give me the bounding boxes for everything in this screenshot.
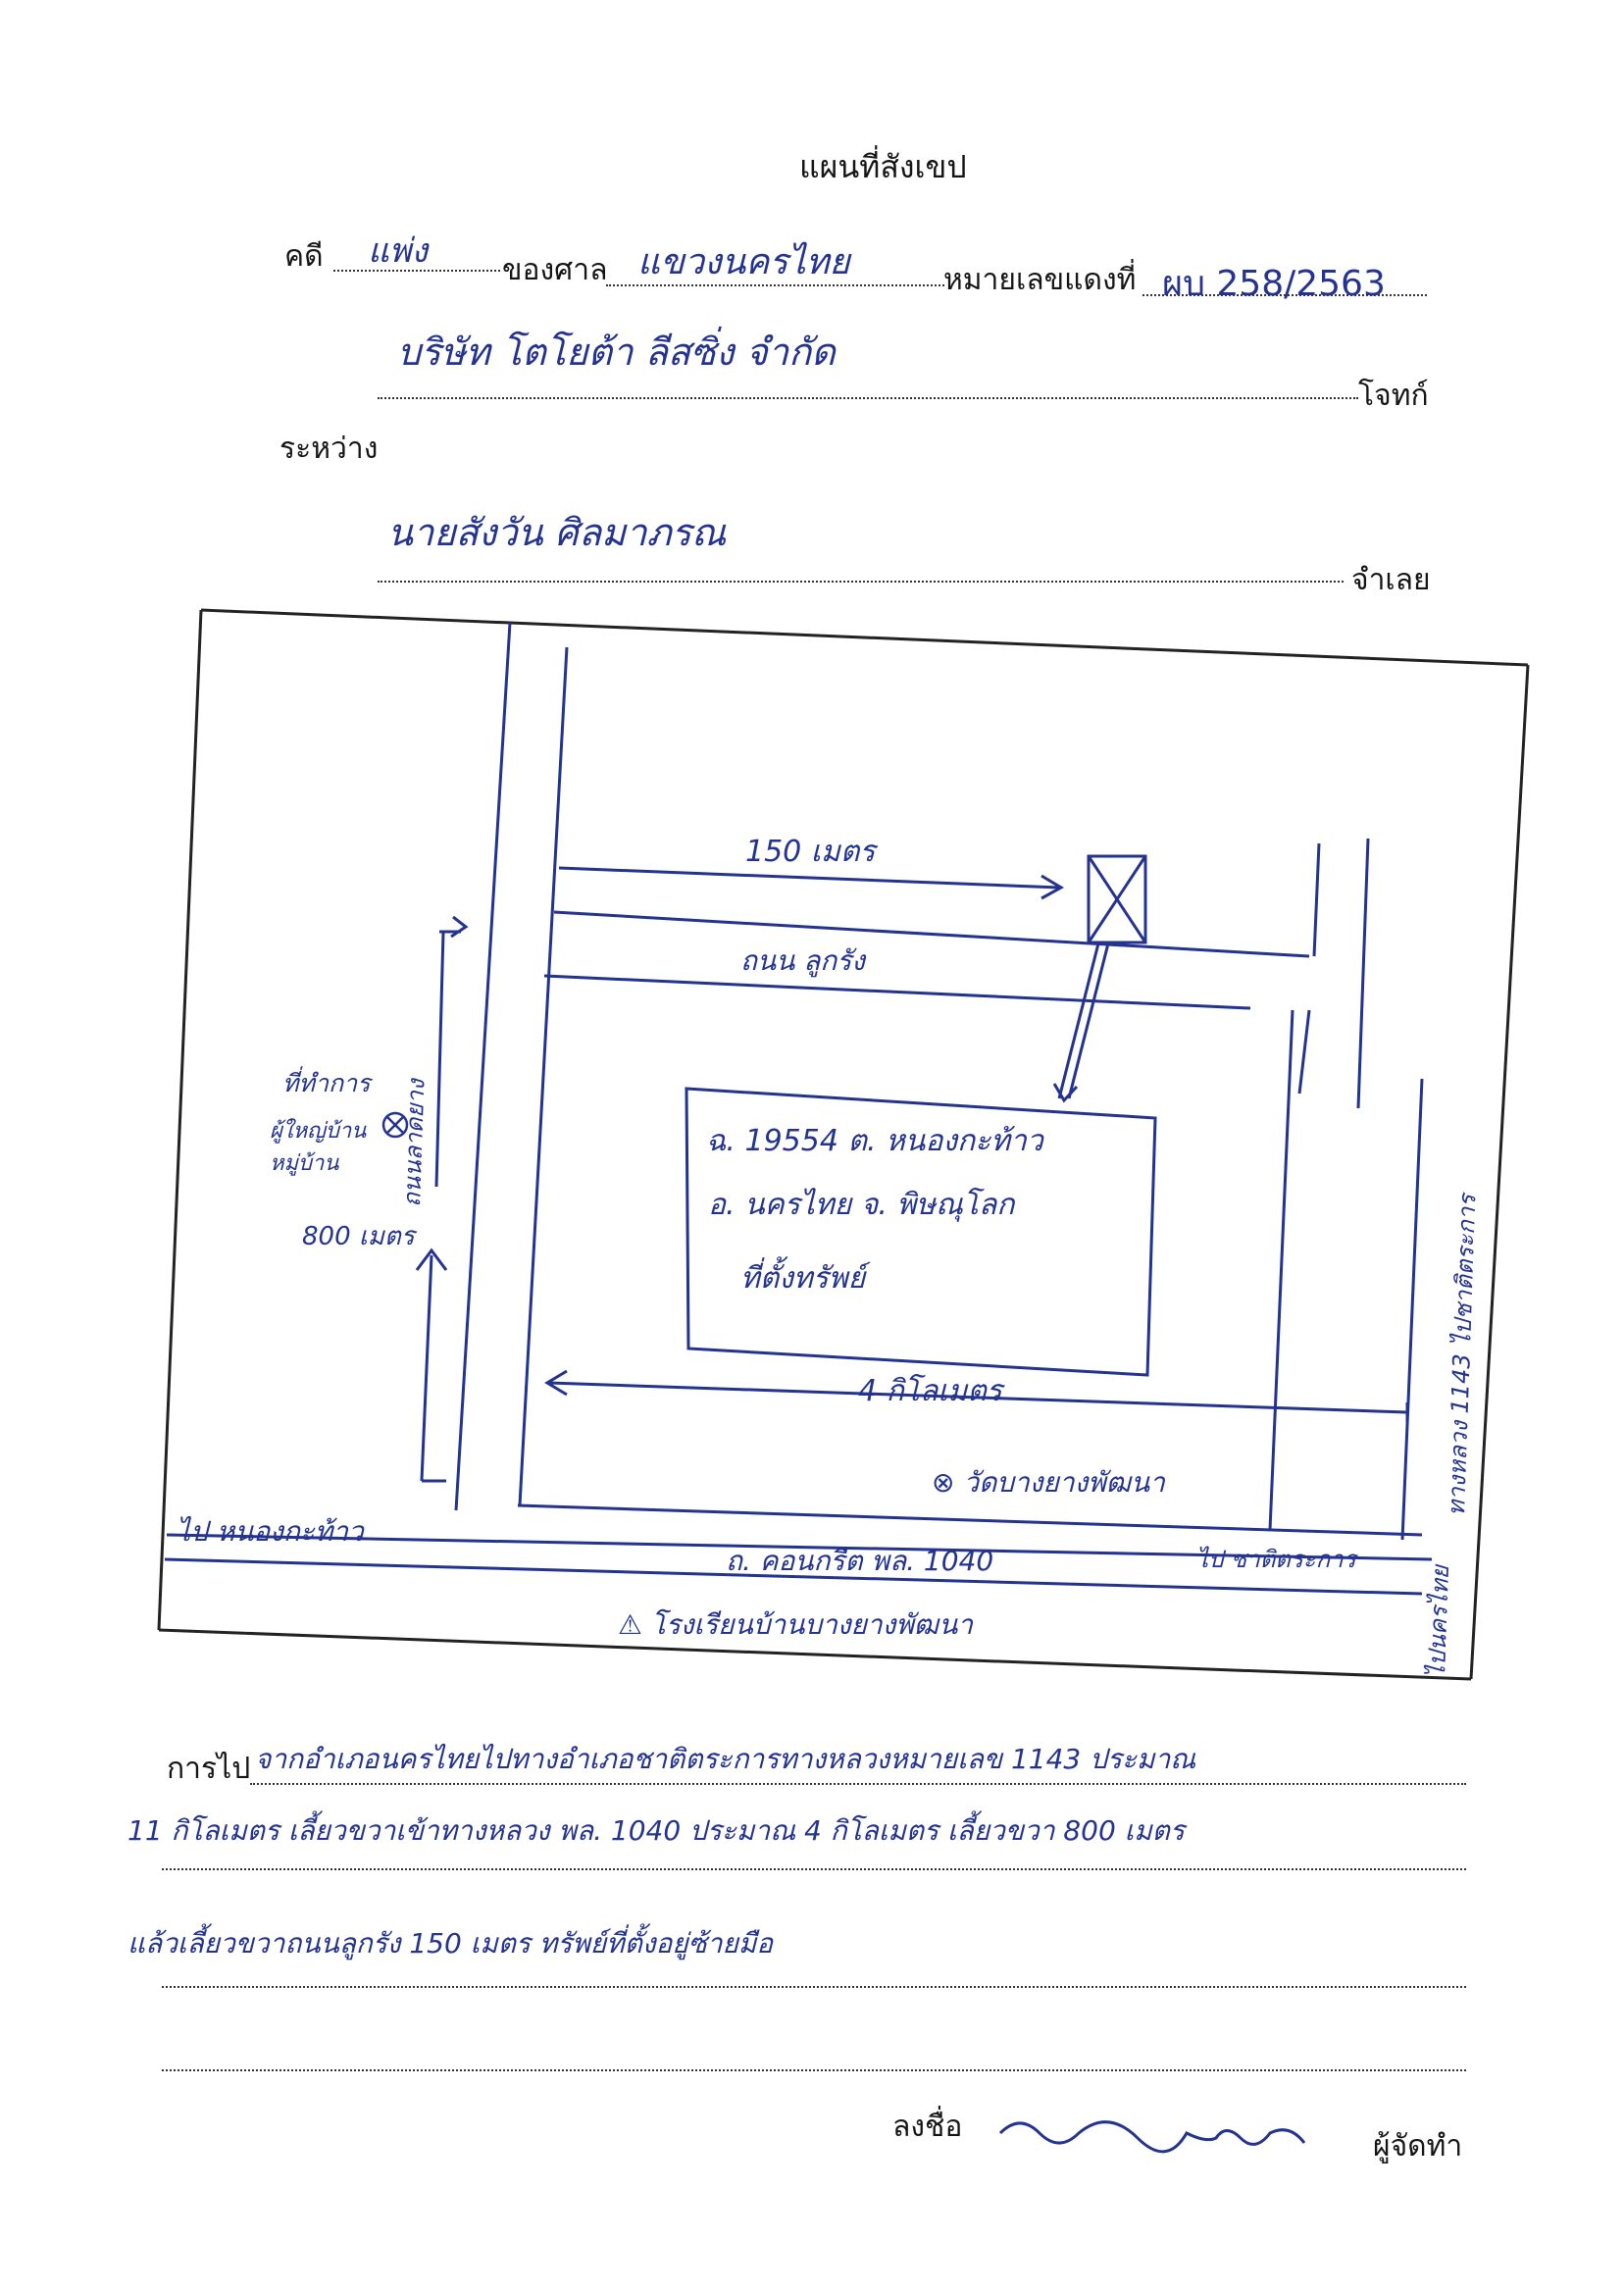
map-arrows xyxy=(415,854,1409,1483)
defendant-dotline xyxy=(378,581,1344,583)
school-label: ⚠ โรงเรียนบ้านบางยางพัฒนา xyxy=(618,1608,973,1641)
temple-label: ⊗ วัดบางยางพัฒนา xyxy=(932,1466,1165,1499)
red-number-value: ผบ 258/2563 xyxy=(1162,264,1386,304)
to-left-label: ไป หนองกะท้าว xyxy=(177,1515,364,1548)
defendant-value: นายสังวัน ศิลมาภรณ xyxy=(387,511,727,554)
defendant-label: จำเลย xyxy=(1351,563,1431,597)
directions-line1: จากอำเภอนครไทยไปทางอำเภอชาติตระการทางหลว… xyxy=(255,1743,1196,1775)
court-dotline xyxy=(606,284,944,286)
map-border xyxy=(157,608,1530,1681)
post-office-line3: หมู่บ้าน xyxy=(270,1151,339,1176)
plaintiff-dotline xyxy=(378,397,1358,399)
gravel-road-label: ถนน ลูกรัง xyxy=(740,944,865,977)
to-bottom-right-label: ไปนครไทย xyxy=(1422,1564,1454,1679)
court-value: แขวงนครไทย xyxy=(637,242,850,282)
to-right-label: ไป ชาติตระการ xyxy=(1196,1546,1356,1573)
paved-road-label: ถนนลาดยาง xyxy=(397,1078,431,1208)
concrete-road-label: ถ. คอนกรีต พล. 1040 xyxy=(726,1545,994,1577)
sign-label: ลงชื่อ xyxy=(892,2110,963,2144)
page-title: แผนที่สังเขป xyxy=(799,148,967,185)
distance-150m: 150 เมตร xyxy=(745,835,876,869)
directions-dotline3 xyxy=(162,1986,1466,1988)
post-office-line2: ผู้ใหญ่บ้าน xyxy=(270,1119,367,1144)
directions-line2: 11 กิโลเมตร เลี้ยวขวาเข้าทางหลวง พล. 104… xyxy=(127,1814,1185,1847)
distance-4km: 4 กิโลเมตร xyxy=(858,1374,1002,1408)
deed-line3: ที่ตั้งทรัพย์ xyxy=(740,1261,866,1296)
case-dotline xyxy=(333,270,500,272)
directions-dotline1 xyxy=(250,1783,1466,1785)
red-number-label: หมายเลขแดงที่ xyxy=(943,263,1137,297)
court-label: ของศาล xyxy=(502,253,608,287)
map-roads xyxy=(164,622,1433,1596)
post-office-symbol-icon xyxy=(381,1111,409,1139)
distance-800m: 800 เมตร xyxy=(302,1222,415,1251)
post-office-line1: ที่ทำการ xyxy=(282,1069,371,1097)
preparer-label: ผู้จัดทำ xyxy=(1373,2129,1463,2164)
directions-line3: แล้วเลี้ยวขวาถนนลูกรัง 150 เมตร ทรัพย์ที… xyxy=(127,1927,774,1960)
case-value: แพ่ง xyxy=(368,231,428,271)
red-number-dotline xyxy=(1142,294,1427,296)
deed-line2: อ. นครไทย จ. พิษณุโลก xyxy=(708,1188,1015,1222)
plaintiff-label: โจทก์ xyxy=(1358,379,1429,413)
deed-line1: ฉ. 19554 ต. หนองกะท้าว xyxy=(706,1124,1043,1158)
directions-label: การไป xyxy=(167,1752,251,1786)
directions-dotline2 xyxy=(162,1868,1466,1870)
signature-mark xyxy=(998,2120,1306,2154)
between-label: ระหว่าง xyxy=(279,432,379,466)
directions-dotline4 xyxy=(162,2069,1466,2071)
plaintiff-value: บริษัท โตโยต้า ลีสซิ่ง จำกัด xyxy=(397,331,836,374)
case-label: คดี xyxy=(284,239,324,274)
